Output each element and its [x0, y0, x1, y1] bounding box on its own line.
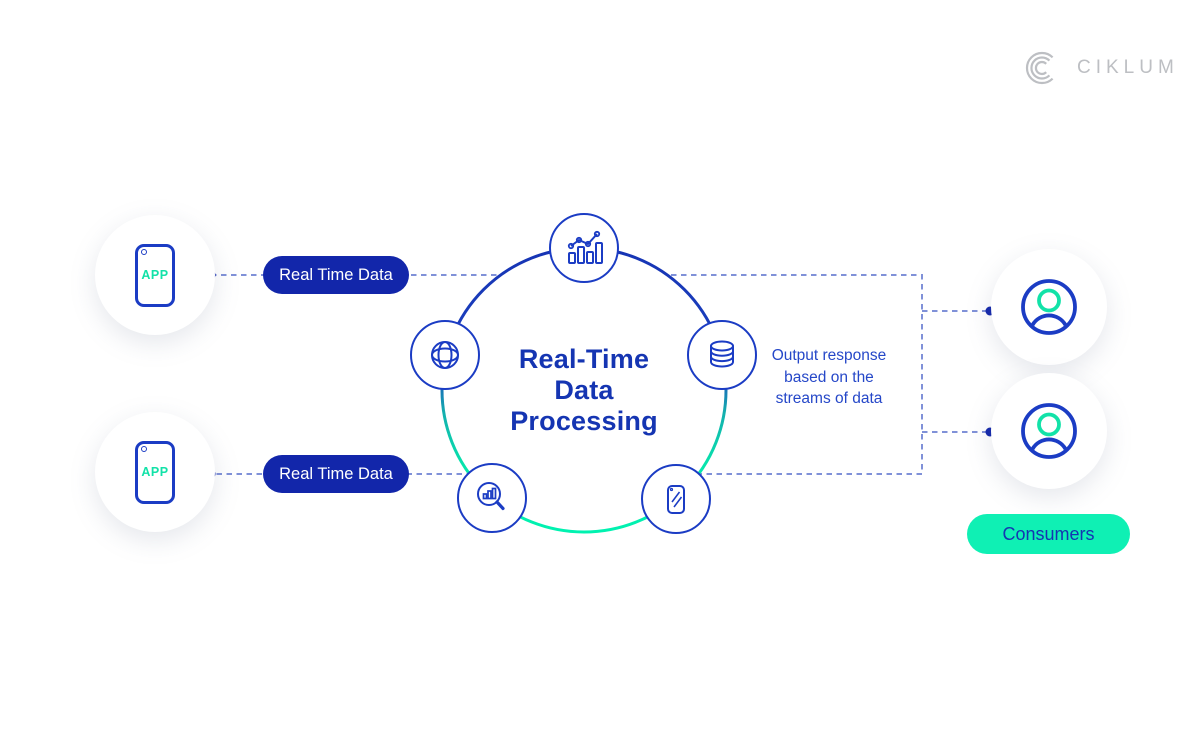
search-analytics-icon — [477, 482, 505, 511]
ciklum-logo-text: CIKLUM — [1077, 57, 1179, 78]
phone-camera-dot — [140, 249, 147, 255]
diagram-title: Real-Time Data Processing — [510, 344, 658, 436]
database-icon — [710, 340, 734, 368]
hub-node-search — [457, 463, 527, 533]
user-icon — [1021, 279, 1077, 335]
consumer-node-1 — [991, 249, 1107, 365]
real-time-data-pill-1: Real Time Data — [263, 256, 409, 294]
output-note: Output response based on the streams of … — [771, 347, 887, 407]
app-phone-icon: APP — [135, 440, 175, 504]
ciklum-logo: CIKLUM — [1022, 46, 1179, 90]
analytics-chart-icon — [567, 230, 603, 264]
app-phone-icon: APP — [135, 243, 175, 307]
hub-node-database — [687, 320, 757, 390]
mobile-device-icon — [667, 485, 685, 514]
globe-icon — [431, 341, 459, 369]
real-time-data-pill-2: Real Time Data — [263, 455, 409, 493]
phone-camera-dot — [140, 446, 147, 452]
source-app-node-1: APP — [95, 215, 215, 335]
hub-node-mobile — [641, 464, 711, 534]
user-icon — [1021, 403, 1077, 459]
ciklum-logo-mark — [1025, 51, 1054, 85]
hub-node-globe — [410, 320, 480, 390]
source-app-node-2: APP — [95, 412, 215, 532]
app-label: APP — [141, 465, 169, 479]
consumer-node-2 — [991, 373, 1107, 489]
consumers-pill: Consumers — [967, 514, 1130, 554]
hub-node-analytics — [549, 213, 619, 283]
app-label: APP — [141, 268, 169, 282]
